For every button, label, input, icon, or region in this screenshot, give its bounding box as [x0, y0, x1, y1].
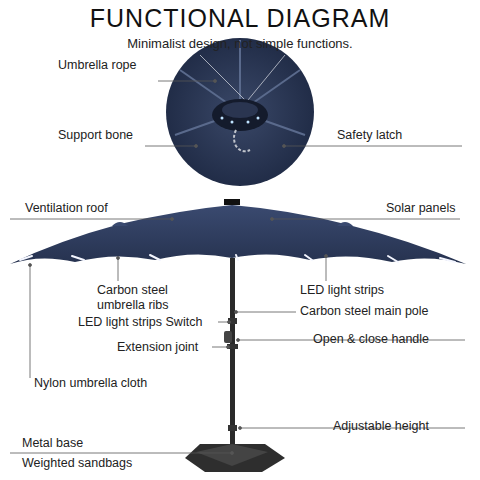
- part-label: Nylon umbrella cloth: [34, 376, 147, 391]
- subtitle-text: Minimalist design, not simple functions.: [0, 36, 480, 51]
- umbrella-base: [185, 444, 285, 472]
- part-label: Metal base: [22, 436, 83, 451]
- part-label: Solar panels: [386, 201, 456, 216]
- part-label: Adjustable height: [333, 419, 429, 434]
- part-label: Carbon steel umbrella ribs: [97, 283, 189, 313]
- solar-panel: [224, 199, 240, 205]
- part-label: Extension joint: [117, 340, 198, 355]
- part-label: LED light strips Switch: [78, 315, 202, 330]
- part-label: Safety latch: [337, 128, 402, 143]
- part-label: Ventilation roof: [25, 201, 108, 216]
- umbrella-canopy: [10, 199, 466, 264]
- part-label: LED light strips: [300, 283, 384, 298]
- umbrella-pole: [224, 258, 238, 444]
- detail-inset: [166, 38, 314, 186]
- part-label: Weighted sandbags: [22, 456, 132, 471]
- part-label: Support bone: [58, 128, 133, 143]
- part-label: Umbrella rope: [58, 58, 137, 73]
- diagram-title: FUNCTIONAL DIAGRAM: [0, 4, 480, 33]
- part-label: Carbon steel main pole: [300, 304, 429, 319]
- leader-lines: [10, 80, 465, 455]
- part-label: Open & close handle: [313, 332, 429, 347]
- led-strips: [20, 255, 455, 262]
